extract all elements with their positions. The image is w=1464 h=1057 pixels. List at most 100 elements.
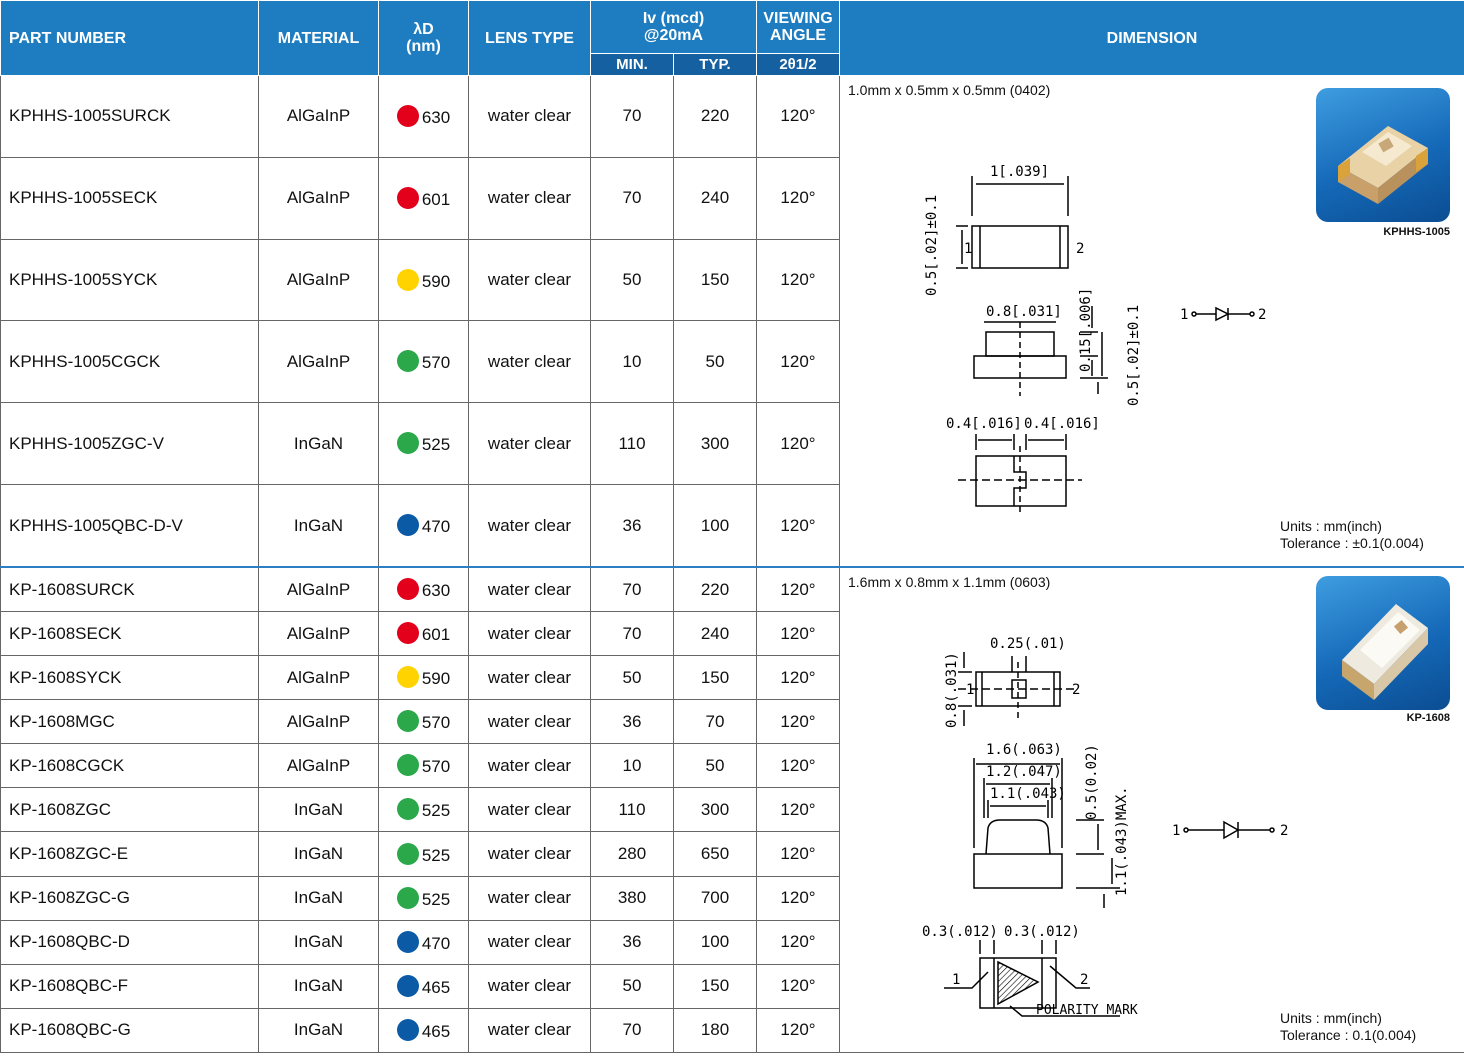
wavelength-value: 590 xyxy=(421,271,451,291)
iv-min-cell: 70 xyxy=(590,1007,674,1054)
part-number-cell: KP-1608SYCK xyxy=(0,655,259,701)
dim-total-height-label: 0.5[.02]±0.1 xyxy=(1126,305,1142,406)
iv-min-cell: 36 xyxy=(590,484,674,568)
wavelength-value: 630 xyxy=(421,581,451,601)
part-number-cell: KP-1608SECK xyxy=(0,611,259,657)
lens-type-cell: water clear xyxy=(468,875,591,921)
viewing-angle-cell: 120° xyxy=(756,1007,840,1054)
color-dot-icon xyxy=(396,104,419,127)
package-image-caption: KP-1608 xyxy=(1406,712,1450,724)
iv-min-cell: 10 xyxy=(590,320,674,404)
iv-typ-cell: 150 xyxy=(673,963,757,1009)
wavelength-value: 465 xyxy=(421,977,451,997)
header-lambda: λD(nm) xyxy=(378,0,469,76)
color-dot-icon xyxy=(396,710,419,733)
table-header: PART NUMBER MATERIAL λD(nm) LENS TYPE Iv… xyxy=(0,0,1464,76)
dimension-panel-1005: 1.0mm x 0.5mm x 0.5mm (0402) KPHHS-1005 xyxy=(840,76,1464,566)
wavelength-cell: 630 xyxy=(378,566,469,613)
color-dot-icon xyxy=(396,666,419,689)
color-dot-icon xyxy=(396,754,419,777)
wavelength-value: 601 xyxy=(421,189,451,209)
package-image xyxy=(1316,88,1450,222)
viewing-angle-cell: 120° xyxy=(756,320,840,404)
package-image-caption: KPHHS-1005 xyxy=(1383,226,1450,238)
dimension-drawing-1005: 1[.039] 0.5[.02]±0.1 1 2 0.8[.031] 0.15[… xyxy=(924,164,1266,516)
iv-min-cell: 50 xyxy=(590,655,674,701)
viewing-angle-cell: 120° xyxy=(756,402,840,486)
iv-min-cell: 380 xyxy=(590,875,674,921)
material-cell: AlGaInP xyxy=(258,156,379,240)
color-dot-icon xyxy=(396,432,419,455)
iv-min-cell: 70 xyxy=(590,566,674,613)
wavelength-cell: 525 xyxy=(378,787,469,833)
part-number-cell: KP-1608MGC xyxy=(0,699,259,745)
iv-min-cell: 280 xyxy=(590,831,674,877)
dimension-panel-1608: 1.6mm x 0.8mm x 1.1mm (0603) KP-1608 xyxy=(840,568,1464,1052)
wavelength-value: 570 xyxy=(421,353,451,373)
wavelength-value: 590 xyxy=(421,669,451,689)
part-number-cell: KPHHS-1005ZGC-V xyxy=(0,402,259,486)
dim-length-label-2: 1.2(.047) xyxy=(986,764,1062,780)
lens-type-cell: water clear xyxy=(468,655,591,701)
lens-type-cell: water clear xyxy=(468,611,591,657)
package-image xyxy=(1316,576,1450,710)
header-dimension: DIMENSION xyxy=(839,0,1464,76)
wavelength-value: 570 xyxy=(421,757,451,777)
material-cell: AlGaInP xyxy=(258,238,379,322)
color-dot-icon xyxy=(396,930,419,953)
dim-lens-height-label: 0.15[.006] xyxy=(1078,288,1094,372)
iv-min-cell: 110 xyxy=(590,787,674,833)
dim-height-label: 0.5[.02]±0.1 xyxy=(924,195,940,296)
header-material: MATERIAL xyxy=(258,0,379,76)
material-cell: AlGaInP xyxy=(258,655,379,701)
iv-typ-cell: 300 xyxy=(673,787,757,833)
viewing-angle-cell: 120° xyxy=(756,743,840,789)
dim-lens-height-label: 0.5(0.02) xyxy=(1084,744,1100,820)
wavelength-value: 601 xyxy=(421,625,451,645)
dim-pad2-label: 2 xyxy=(1076,241,1084,257)
color-dot-icon xyxy=(396,622,419,645)
wavelength-value: 525 xyxy=(421,845,451,865)
material-cell: AlGaInP xyxy=(258,699,379,745)
wavelength-value: 470 xyxy=(421,933,451,953)
iv-typ-cell: 240 xyxy=(673,156,757,240)
iv-typ-cell: 240 xyxy=(673,611,757,657)
color-dot-icon xyxy=(396,886,419,909)
dim-width-label: 1[.039] xyxy=(990,164,1049,180)
dim-height-label: 0.8(.031) xyxy=(944,652,960,728)
dimension-title: 1.6mm x 0.8mm x 1.1mm (0603) xyxy=(848,574,1051,590)
iv-typ-cell: 100 xyxy=(673,919,757,965)
color-dot-icon xyxy=(396,350,419,373)
header-iv-typ: TYP. xyxy=(673,53,757,76)
material-cell: AlGaInP xyxy=(258,75,379,158)
wavelength-cell: 601 xyxy=(378,156,469,240)
iv-min-cell: 50 xyxy=(590,963,674,1009)
wavelength-cell: 465 xyxy=(378,963,469,1009)
iv-typ-cell: 150 xyxy=(673,238,757,322)
dim-pad-width-label: 0.25(.01) xyxy=(990,636,1066,652)
dim-bottom-pin1-label: 1 xyxy=(952,972,960,988)
dim-length-label-1: 1.6(.063) xyxy=(986,742,1062,758)
color-dot-icon xyxy=(396,578,419,601)
part-number-cell: KP-1608ZGC xyxy=(0,787,259,833)
dimension-cell: 1.6mm x 0.8mm x 1.1mm (0603) KP-1608 xyxy=(839,566,1464,1053)
iv-min-cell: 50 xyxy=(590,238,674,322)
header-iv: Iv (mcd)@20mA xyxy=(590,0,757,54)
viewing-angle-cell: 120° xyxy=(756,875,840,921)
iv-typ-cell: 100 xyxy=(673,484,757,568)
part-number-cell: KP-1608QBC-G xyxy=(0,1007,259,1054)
symbol-pin1-label: 1 xyxy=(1172,823,1180,839)
iv-min-cell: 70 xyxy=(590,75,674,158)
dim-pad-left-label: 0.4[.016] xyxy=(946,416,1022,432)
wavelength-cell: 465 xyxy=(378,1007,469,1054)
material-cell: AlGaInP xyxy=(258,566,379,613)
